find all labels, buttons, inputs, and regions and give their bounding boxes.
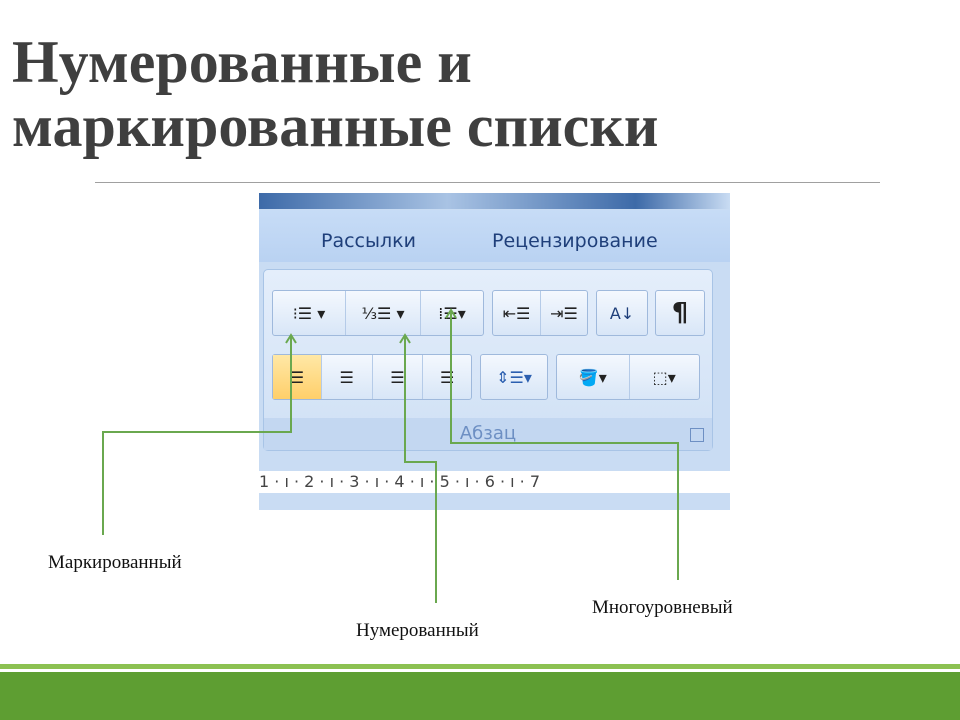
- indent-buttons: ⇤☰ ⇥☰: [492, 290, 588, 336]
- sort-button[interactable]: А↓: [596, 290, 648, 336]
- group-label: Абзац: [264, 418, 712, 450]
- tab-mailings[interactable]: Рассылки: [321, 230, 416, 252]
- shading-button[interactable]: 🪣▾: [557, 355, 630, 399]
- dialog-launcher-icon[interactable]: [690, 428, 704, 442]
- ruler-bottom: [259, 493, 730, 510]
- callout-arrow-numbered: [399, 333, 411, 344]
- callout-line-multilevel: [450, 310, 679, 580]
- title-line-2: маркированные списки: [12, 93, 659, 159]
- align-right-button[interactable]: ☰: [373, 355, 424, 399]
- ruler: 1 · ı · 2 · ı · 3 · ı · 4 · ı · 5 · ı · …: [259, 471, 730, 493]
- align-buttons: ☰ ☰ ☰ ☰: [272, 354, 472, 400]
- numbering-button[interactable]: ⅓☰ ▾: [346, 291, 421, 335]
- caption-bulleted: Маркированный: [48, 552, 182, 573]
- footer-bar: [0, 672, 960, 720]
- caption-multilevel: Многоуровневый: [592, 597, 733, 618]
- ribbon-screenshot: Рассылки Рецензирование ⁝☰ ▾ ⅓☰ ▾ ⁞☰▾ ⇤☰…: [259, 193, 730, 510]
- borders-button[interactable]: ⬚▾: [652, 367, 676, 387]
- increase-indent-button[interactable]: ⇥☰: [550, 303, 578, 323]
- align-center-button[interactable]: ☰: [322, 355, 373, 399]
- align-left-button[interactable]: ☰: [273, 355, 322, 399]
- pilcrow-icon: ¶: [671, 298, 689, 328]
- callout-line-bulleted: [102, 335, 292, 535]
- sort-icon: А↓: [609, 303, 635, 323]
- show-marks-button[interactable]: ¶: [655, 290, 705, 336]
- shading-borders: 🪣▾ ⬚▾: [556, 354, 700, 400]
- line-spacing-button[interactable]: ⇕☰▾: [480, 354, 548, 400]
- callout-line-numbered: [404, 335, 437, 603]
- callout-arrow-bulleted: [285, 333, 297, 344]
- footer-stripe: [0, 664, 960, 669]
- paragraph-group: ⁝☰ ▾ ⅓☰ ▾ ⁞☰▾ ⇤☰ ⇥☰ А↓ ¶ ☰ ☰ ☰ ☰ ⇕☰▾ 🪣▾ …: [263, 269, 713, 451]
- bullets-button[interactable]: ⁝☰ ▾: [273, 291, 346, 335]
- line-spacing-icon: ⇕☰▾: [496, 367, 532, 387]
- divider: [95, 182, 880, 183]
- ribbon-tabs: Рассылки Рецензирование: [259, 210, 730, 262]
- decrease-indent-button[interactable]: ⇤☰: [493, 291, 541, 335]
- title-line-1: Нумерованные и: [12, 29, 472, 95]
- callout-arrow-multilevel: [445, 308, 457, 319]
- title-bar: [259, 193, 730, 209]
- tab-review[interactable]: Рецензирование: [492, 230, 658, 252]
- caption-numbered: Нумерованный: [356, 620, 479, 641]
